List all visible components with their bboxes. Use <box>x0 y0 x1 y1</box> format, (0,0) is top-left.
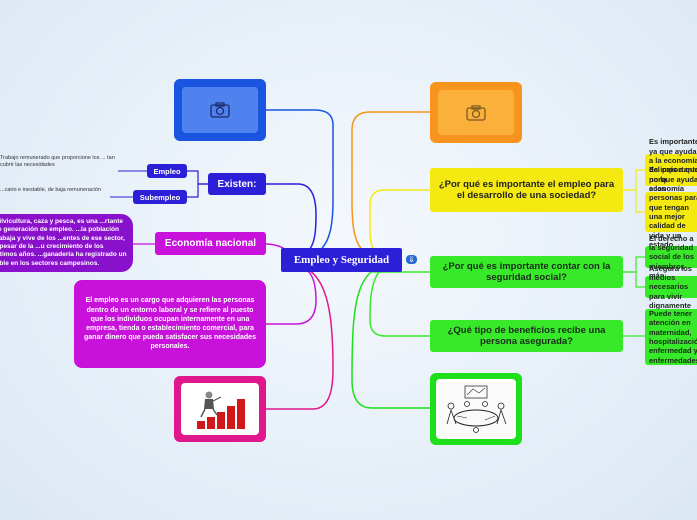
camera-icon <box>210 102 230 118</box>
detail-dignified-living[interactable]: Asegura los medios necesarios para vivir… <box>645 264 697 310</box>
economia-nacional-node[interactable]: Economía nacional <box>155 232 266 255</box>
question-insured-benefits[interactable]: ¿Qué tipo de beneficios recibe una perso… <box>430 320 623 352</box>
office-illustration <box>436 379 516 439</box>
left-image-node[interactable] <box>174 79 266 141</box>
office-image-node[interactable] <box>430 373 522 445</box>
collapse-icon[interactable]: ⇓ <box>406 255 417 264</box>
detail-quality-of-life[interactable]: Es importante porque ayuda a las persona… <box>645 165 697 259</box>
subempleo-note: ...cario e inestable, de baja remuneraci… <box>0 187 101 193</box>
growth-illustration <box>181 383 259 435</box>
right-image-node[interactable] <box>430 82 522 143</box>
existen-node[interactable]: Existen: <box>208 173 266 195</box>
subempleo-node[interactable]: Subempleo <box>133 190 187 204</box>
image-placeholder <box>438 90 514 135</box>
empleo-node[interactable]: Empleo <box>147 164 187 178</box>
detail-benefits[interactable]: Puede tener atención en maternidad, hosp… <box>645 309 697 365</box>
camera-icon <box>466 104 486 121</box>
employment-definition[interactable]: El empleo es un cargo que adquieren las … <box>74 280 266 368</box>
growth-image-node[interactable] <box>174 376 266 442</box>
central-topic[interactable]: Empleo y Seguridad <box>281 248 402 272</box>
growth-chart-icon <box>197 391 245 429</box>
question-social-security[interactable]: ¿Por qué es importante contar con la seg… <box>430 256 623 288</box>
question-employment-importance[interactable]: ¿Por qué es importante el empleo para el… <box>430 168 623 212</box>
empleo-note: Trabajo remunerado que proporcione los .… <box>0 155 115 169</box>
economia-detail[interactable]: ...ilvicultura, caza y pesca, es una ...… <box>0 214 133 272</box>
image-placeholder <box>182 87 258 133</box>
office-drawing-icon <box>439 382 513 436</box>
